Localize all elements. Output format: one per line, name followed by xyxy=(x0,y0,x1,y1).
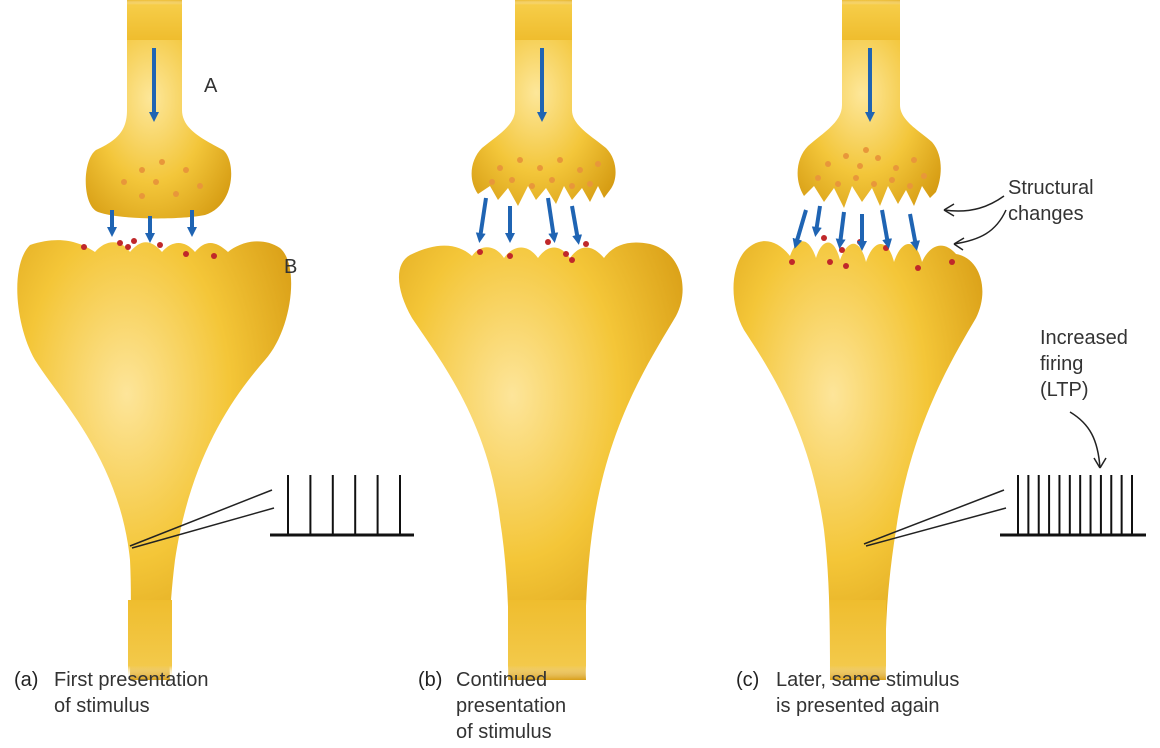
ltp-label: Increased firing (LTP) xyxy=(1040,327,1128,401)
ltp-arrow xyxy=(1070,412,1106,468)
svg-text:of stimulus: of stimulus xyxy=(456,721,552,743)
svg-text:Structural: Structural xyxy=(1008,177,1094,199)
structural-changes-arrows xyxy=(944,196,1006,250)
svg-text:(b): (b) xyxy=(418,669,442,691)
panel-b: (b) Continued presentation of stimulus xyxy=(399,0,683,743)
spike-train-a xyxy=(270,475,414,535)
svg-text:(LTP): (LTP) xyxy=(1040,379,1089,401)
panel-c: Structural changes Increased firing (LTP… xyxy=(734,0,1147,717)
svg-text:is presented again: is presented again xyxy=(776,695,939,717)
svg-text:presentation: presentation xyxy=(456,695,566,717)
svg-text:of stimulus: of stimulus xyxy=(54,695,150,717)
label-neuron-b: B xyxy=(284,256,297,278)
svg-text:Continued: Continued xyxy=(456,669,547,691)
svg-text:Increased: Increased xyxy=(1040,327,1128,349)
svg-text:(a): (a) xyxy=(14,669,38,691)
svg-text:(c): (c) xyxy=(736,669,759,691)
svg-text:First presentation: First presentation xyxy=(54,669,209,691)
panel-a: A B (a) First presentation of stimulus xyxy=(14,0,414,717)
label-neuron-a: A xyxy=(204,75,218,97)
caption-c: (c) Later, same stimulus is presented ag… xyxy=(736,669,959,717)
caption-a: (a) First presentation of stimulus xyxy=(14,669,209,717)
svg-text:firing: firing xyxy=(1040,353,1083,375)
svg-text:changes: changes xyxy=(1008,203,1084,225)
structural-changes-label: Structural changes xyxy=(1008,177,1094,225)
svg-text:Later, same stimulus: Later, same stimulus xyxy=(776,669,959,691)
caption-b: (b) Continued presentation of stimulus xyxy=(418,669,566,743)
spike-train-c xyxy=(1000,475,1146,535)
